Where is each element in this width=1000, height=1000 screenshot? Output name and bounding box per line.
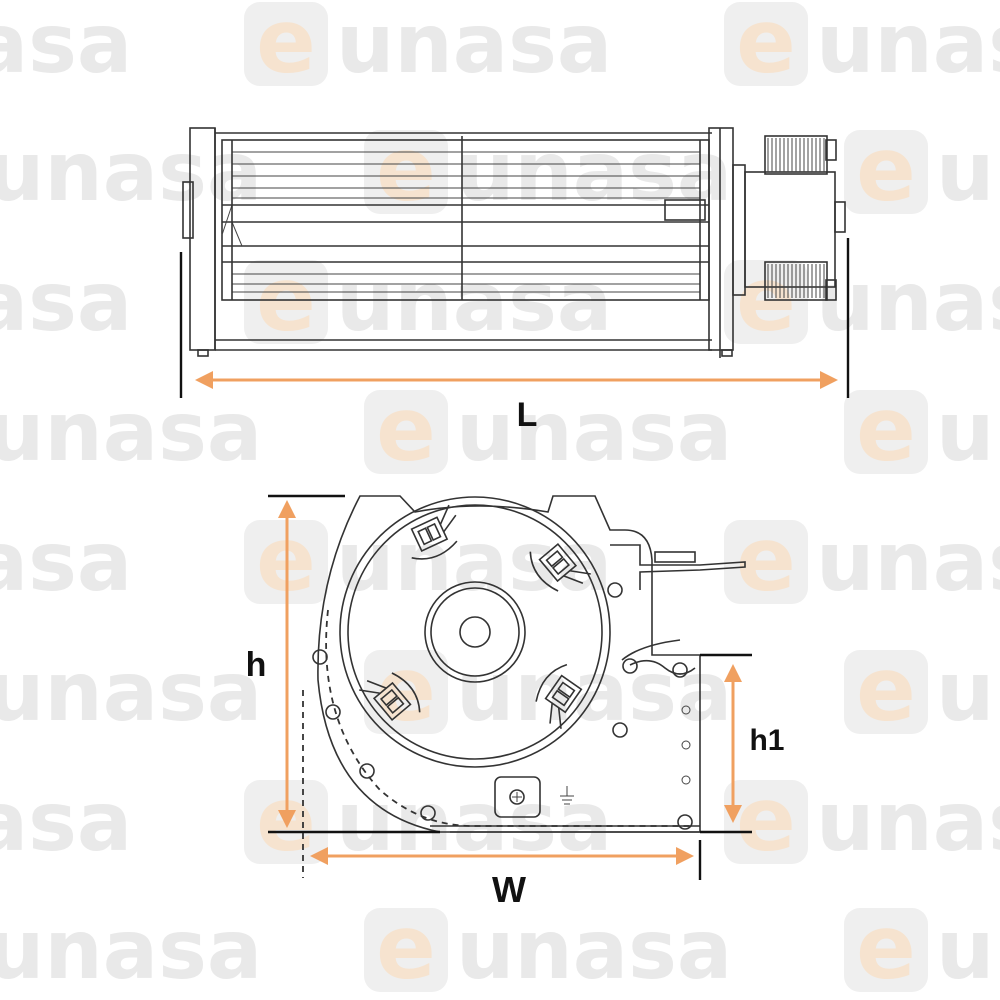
svg-text:e: e [376,378,436,481]
svg-text:unasa: unasa [0,775,132,870]
svg-text:e: e [376,896,436,999]
outlet-height-dimension [700,653,752,834]
outlet-height-label: h1 [749,724,784,757]
svg-text:e: e [856,896,916,999]
height-label: h [246,646,267,684]
svg-text:unasa: unasa [336,515,612,610]
svg-text:e: e [376,638,436,741]
blade-clip [529,543,591,592]
svg-text:unasa: unasa [0,903,262,998]
svg-text:unasa: unasa [336,255,612,350]
svg-text:unasa: unasa [0,385,262,480]
svg-text:e: e [736,0,796,93]
svg-text:unasa: unasa [936,645,1000,740]
svg-text:unasa: unasa [336,775,612,870]
svg-text:unasa: unasa [456,125,732,220]
width-label: W [492,869,526,910]
height-dimension [268,494,440,878]
blade-clip [535,663,583,729]
svg-text:unasa: unasa [0,0,132,92]
length-label: L [517,396,538,434]
svg-text:e: e [736,768,796,871]
blade-clip [359,672,421,721]
svg-text:unasa: unasa [936,125,1000,220]
svg-text:e: e [376,118,436,221]
width-dimension [310,840,702,880]
svg-text:unasa: unasa [0,255,132,350]
svg-text:unasa: unasa [456,385,732,480]
svg-text:unasa: unasa [0,125,262,220]
svg-text:unasa: unasa [816,515,1000,610]
svg-text:unasa: unasa [336,0,612,92]
length-dimension [179,238,850,398]
svg-text:unasa: unasa [936,903,1000,998]
svg-text:unasa: unasa [0,645,262,740]
svg-text:unasa: unasa [456,645,732,740]
svg-text:e: e [856,118,916,221]
svg-text:unasa: unasa [816,775,1000,870]
blade-clip [410,504,458,560]
svg-text:unasa: unasa [0,515,132,610]
fan-end-view [312,495,746,833]
ground-symbol-icon [560,786,574,805]
svg-text:e: e [256,0,316,93]
svg-text:unasa: unasa [816,255,1000,350]
svg-text:unasa: unasa [816,0,1000,92]
svg-text:e: e [856,378,916,481]
svg-text:unasa: unasa [456,903,732,998]
fan-side-view [182,127,846,358]
svg-text:unasa: unasa [936,385,1000,480]
svg-text:e: e [736,508,796,611]
svg-text:e: e [856,638,916,741]
